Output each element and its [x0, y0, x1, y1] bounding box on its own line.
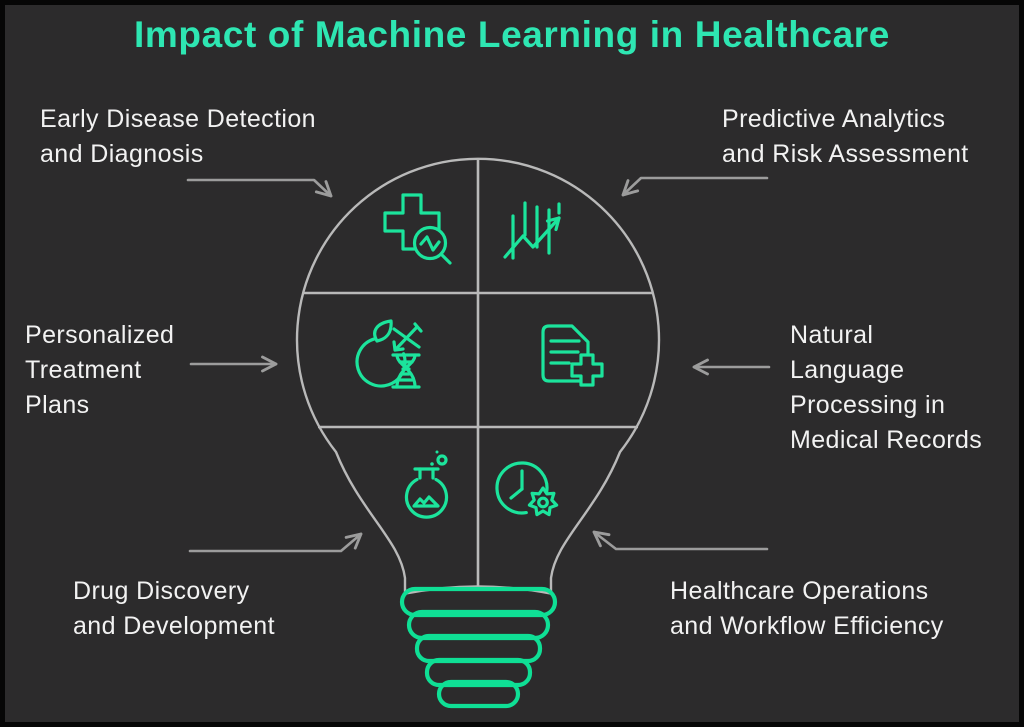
label-healthcare-operations: Healthcare Operations and Workflow Effic… — [670, 574, 944, 644]
trend-chart-icon — [503, 201, 561, 260]
label-line: Healthcare Operations — [670, 577, 929, 605]
label-line: Language — [790, 356, 905, 384]
label-line: Natural — [790, 321, 874, 349]
bulb-glass — [295, 157, 661, 596]
label-drug-discovery: Drug Discovery and Development — [73, 574, 275, 644]
screw-thread — [399, 586, 558, 618]
document-plus-icon — [541, 324, 604, 387]
label-line: Early Disease Detection — [40, 105, 316, 133]
bulb-screw-base — [399, 586, 558, 709]
arrow-predictive-analytics — [621, 176, 769, 197]
lab-flask-icon — [404, 450, 449, 519]
screw-thread — [424, 657, 533, 688]
label-personalized-treatment: Personalized Treatment Plans — [25, 318, 174, 423]
connector-arrows — [186, 176, 771, 553]
label-early-disease-detection: Early Disease Detection and Diagnosis — [40, 102, 316, 172]
label-line: Medical Records — [790, 426, 983, 454]
medical-cross-magnifier-icon — [383, 193, 452, 265]
label-line: and Development — [73, 612, 275, 640]
label-line: Predictive Analytics — [722, 105, 946, 133]
label-line: Drug Discovery — [73, 577, 250, 605]
apple-dna-icon — [355, 319, 423, 389]
clock-gear-icon — [495, 461, 559, 517]
label-line: and Risk Assessment — [722, 140, 969, 168]
label-natural-language-processing: Natural Language Processing in Medical R… — [790, 318, 982, 458]
arrow-healthcare-operations — [592, 530, 769, 551]
label-line: and Diagnosis — [40, 140, 204, 168]
label-line: Plans — [25, 391, 90, 419]
label-line: Treatment — [25, 356, 142, 384]
arrow-early-disease — [186, 178, 333, 198]
label-line: Processing in — [790, 391, 946, 419]
screw-cap — [436, 679, 521, 709]
label-line: Personalized — [25, 321, 175, 349]
page-title: Impact of Machine Learning in Healthcare — [134, 14, 890, 55]
label-predictive-analytics: Predictive Analytics and Risk Assessment — [722, 102, 969, 172]
arrow-drug-discovery — [188, 532, 363, 553]
label-line: and Workflow Efficiency — [670, 612, 944, 640]
